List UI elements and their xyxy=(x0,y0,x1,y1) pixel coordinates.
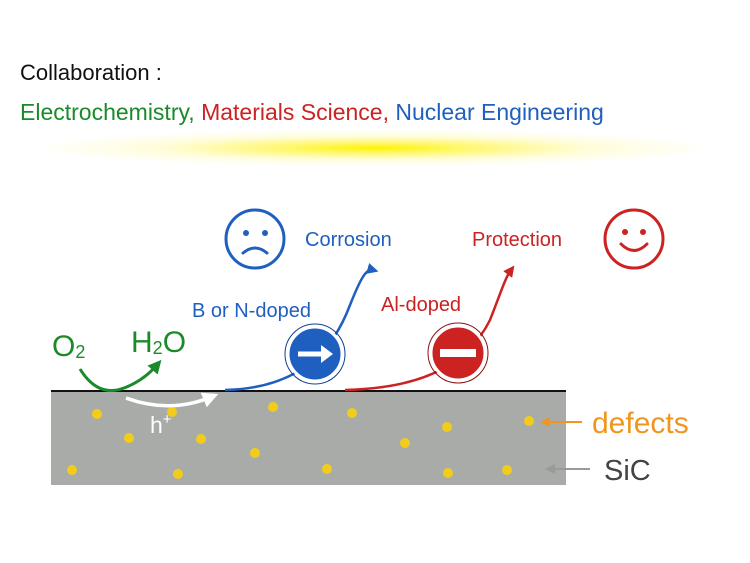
h2o-label: H2O xyxy=(131,326,186,359)
o2-subscript: 2 xyxy=(75,342,85,362)
defect-particles xyxy=(67,402,534,479)
defects-label: defects xyxy=(592,407,689,440)
field-nuclear-engineering: Nuclear Engineering xyxy=(395,99,604,125)
h2o-subscript: 2 xyxy=(153,338,163,358)
n-doped-label: B or N-doped xyxy=(192,300,311,322)
al-doped-label: Al-doped xyxy=(381,294,461,316)
corrosion-path xyxy=(224,263,379,392)
defect-dot xyxy=(322,464,332,474)
defect-dot xyxy=(173,469,183,479)
defect-dot xyxy=(67,465,77,475)
protection-label: Protection xyxy=(472,229,562,251)
sad-face-icon xyxy=(224,208,286,270)
sic-label: SiC xyxy=(604,455,651,487)
collaboration-title: Collaboration : xyxy=(20,60,162,85)
defect-dot xyxy=(502,465,512,475)
defect-dot xyxy=(524,416,534,426)
defect-dot xyxy=(268,402,278,412)
right-arrow-sign-icon xyxy=(284,323,346,385)
defect-dot xyxy=(196,434,206,444)
collaboration-fields: Electrochemistry, Materials Science, Nuc… xyxy=(20,99,604,126)
highlight-glow xyxy=(40,130,710,166)
defect-dot xyxy=(124,433,134,443)
corrosion-label: Corrosion xyxy=(305,229,392,251)
protection-path xyxy=(344,265,515,392)
h2o-o: O xyxy=(163,326,186,359)
o2-letter: O xyxy=(52,330,75,363)
hole-transport-arrow xyxy=(125,392,219,408)
hole-label: h+ xyxy=(150,411,172,438)
defect-dot xyxy=(347,408,357,418)
happy-face-icon xyxy=(603,208,665,270)
oxidation-arrow xyxy=(78,359,162,393)
defect-dot xyxy=(250,448,260,458)
field-materials-science: Materials Science, xyxy=(201,99,389,125)
defect-dot xyxy=(92,409,102,419)
hole-letter: h xyxy=(150,412,163,438)
defect-dot xyxy=(167,407,177,417)
defect-dot xyxy=(442,422,452,432)
defect-dot xyxy=(443,468,453,478)
sic-substrate xyxy=(51,391,566,485)
defect-dot xyxy=(400,438,410,448)
hole-superscript: + xyxy=(163,411,172,428)
no-entry-sign-icon xyxy=(427,322,489,384)
o2-label: O2 xyxy=(52,330,85,363)
h2o-h: H xyxy=(131,326,153,359)
field-electrochemistry: Electrochemistry, xyxy=(20,99,195,125)
